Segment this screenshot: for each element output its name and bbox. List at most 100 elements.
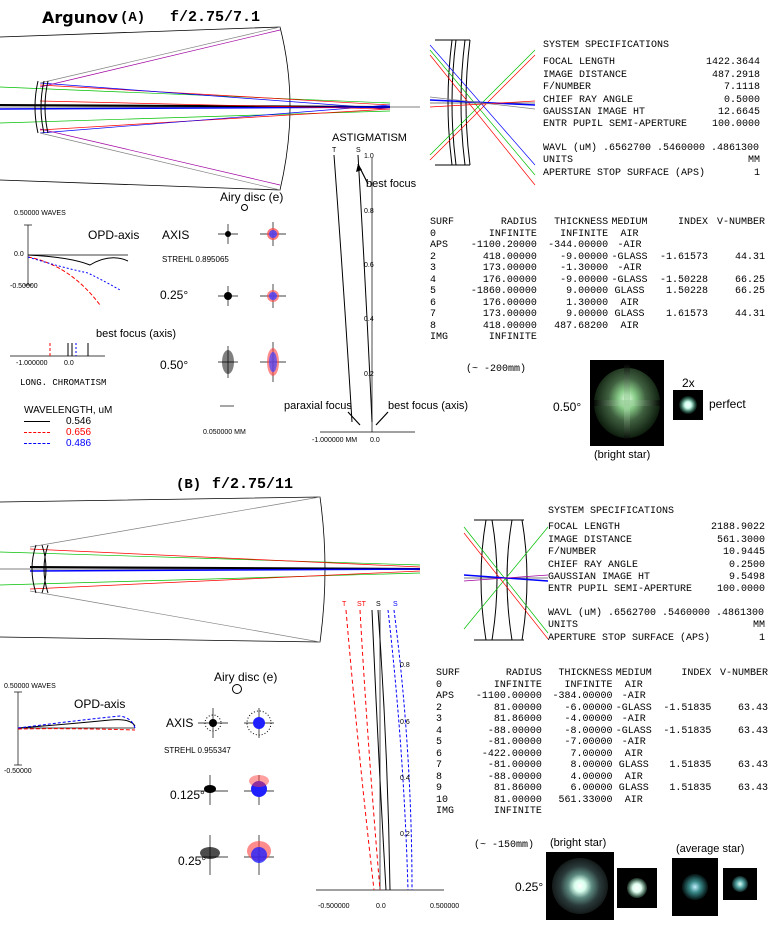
table-cell: 4: [430, 274, 437, 286]
table-cell: 176.00000: [482, 274, 537, 286]
table-cell: -GLASS: [615, 702, 652, 714]
table-cell: -9.00000: [560, 274, 609, 286]
table-cell: 0: [436, 679, 443, 691]
spec-value: MM: [747, 155, 760, 167]
spec-value: 100.0000: [716, 584, 765, 596]
table-cell: 6: [436, 748, 443, 760]
table-cell: [651, 332, 708, 344]
table-cell: [608, 332, 651, 344]
title-a: Argunov: [42, 8, 118, 27]
table-cell: 7: [430, 309, 437, 321]
bright-star-image-b: [546, 852, 614, 920]
spec-key: UNITS: [543, 155, 574, 167]
legend-label: 0.656: [66, 427, 92, 438]
opd-plot-b: [14, 691, 136, 766]
table-cell: -AIR: [621, 691, 646, 703]
table-cell: 44.31: [734, 309, 765, 321]
table-cell: [708, 332, 765, 344]
table-cell: 176.00000: [482, 297, 537, 309]
table-cell: -GLASS: [611, 274, 648, 286]
table-cell: 173.00000: [482, 309, 537, 321]
table-cell: [655, 691, 712, 703]
table-cell: GLASS: [618, 783, 649, 795]
table-cell: [655, 680, 712, 692]
astig-tick: 0.4: [364, 316, 374, 323]
table-cell: 9: [436, 783, 443, 795]
table-cell: 1.50228: [665, 286, 708, 298]
table-cell: -88.00000: [487, 725, 542, 737]
spec-key: UNITS: [548, 620, 579, 632]
lens-detail-a: [429, 39, 536, 186]
table-cell: [711, 691, 768, 703]
table-cell: [708, 298, 765, 310]
spec-wavl: WAVL (uM) .6562700 .5460000 .4861300: [543, 142, 760, 154]
table-cell: 8.00000: [570, 760, 613, 772]
field1-a: 0.25°: [160, 288, 189, 302]
table-cell: APS: [430, 240, 449, 252]
table-cell: 3: [430, 263, 437, 275]
table-cell: [711, 806, 768, 818]
legend-entry: 0.546: [24, 416, 112, 427]
spec-key: ENTR PUPIL SEMI-APERTURE: [548, 584, 693, 596]
spec-value: 10.9445: [722, 547, 765, 559]
spec-key: FOCAL LENGTH: [548, 522, 621, 534]
table-row: APS-1100.00000-384.00000-AIR: [436, 691, 768, 703]
table-cell: -1.51835: [663, 725, 712, 737]
astig-t: T: [332, 147, 337, 154]
col-radius: RADIUS: [500, 217, 537, 229]
table-cell: 173.00000: [482, 263, 537, 275]
spec-key: IMAGE DISTANCE: [543, 69, 628, 81]
astig-label: ST: [357, 601, 366, 608]
table-cell: AIR: [624, 771, 643, 783]
astig-bottom-zero: 0.0: [370, 437, 380, 444]
spec-value: 0.5000: [723, 94, 760, 106]
table-cell: [613, 806, 655, 818]
airy-label-a: Airy disc (e): [220, 190, 284, 204]
col-surf: SURF: [430, 217, 455, 229]
astig-bottom-left: -1.000000 MM: [312, 437, 358, 444]
astig-tick: 1.0: [364, 153, 374, 160]
table-cell: 63.43: [737, 702, 768, 714]
astig-bottom-left: -0.500000: [318, 903, 350, 910]
table-cell: -1.50228: [659, 274, 708, 286]
variant-a: (A): [120, 10, 146, 26]
lens-detail-b: [463, 519, 549, 641]
prescription-table-b: SURF RADIUS THICKNESS MEDIUM INDEX V-NUM…: [436, 668, 768, 818]
col-thickness: THICKNESS: [554, 217, 609, 229]
opd-min-b: -0.50000: [4, 768, 32, 775]
opd-zero-a: 0.0: [14, 251, 24, 258]
table-cell: -AIR: [617, 240, 642, 252]
spec-value: 1422.3644: [705, 57, 760, 69]
table-cell: [708, 240, 765, 252]
astigmatism-plot-a: [320, 154, 415, 433]
table-cell: 487.68200: [554, 320, 609, 332]
table-cell: [708, 321, 765, 333]
astig-title-a: ASTIGMATISM: [332, 132, 407, 144]
chrom-label-a: LONG. CHROMATISM: [20, 378, 107, 388]
table-cell: AIR: [620, 228, 639, 240]
legend-entry: 0.486: [24, 438, 112, 449]
astig-s: S: [356, 147, 361, 154]
table-header: SURF RADIUS THICKNESS MEDIUM INDEX V-NUM…: [430, 217, 765, 229]
table-cell: [655, 737, 712, 749]
table-cell: [651, 298, 708, 310]
focal-ratio-a: f/2.75/7.1: [170, 9, 261, 26]
spot-scale-a: 0.050000 MM: [203, 429, 246, 436]
axis-label-b: AXIS: [166, 716, 194, 730]
spec-value: 1: [753, 167, 760, 179]
col-thickness: THICKNESS: [558, 668, 613, 680]
mag-label-a: 2x: [682, 376, 695, 390]
table-cell: [651, 240, 708, 252]
spot-diagrams-a: [218, 222, 286, 407]
spec-value: 2188.9022: [710, 522, 765, 534]
spec-key: APERTURE STOP SURFACE (APS): [548, 632, 711, 644]
